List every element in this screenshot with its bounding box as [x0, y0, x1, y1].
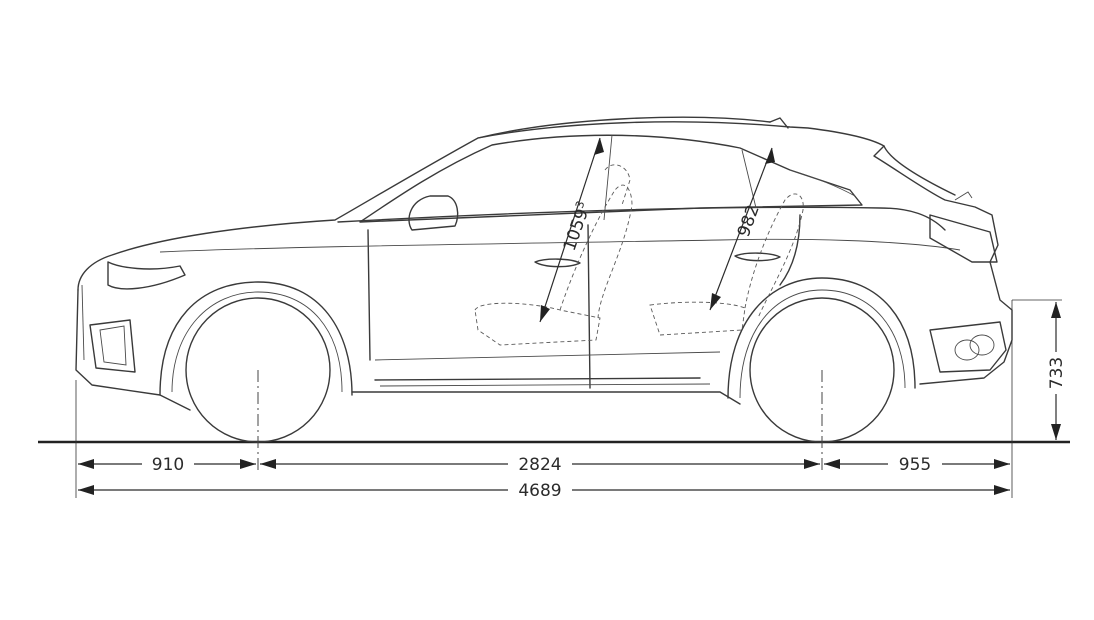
rear-wheel-arch [727, 277, 916, 399]
wheelbase-label: 2824 [518, 455, 561, 475]
height-dimension [1051, 302, 1061, 440]
car-body-outline [75, 116, 1013, 411]
ground-clearance-label: 733 [1047, 357, 1067, 389]
front-wheel-arch [159, 281, 353, 396]
rear-overhang-label: 955 [899, 455, 931, 475]
overall-length-label: 4689 [518, 481, 561, 501]
headroom-dimensions [539, 137, 775, 323]
front-overhang-label: 910 [152, 455, 184, 475]
seat-outlines [474, 164, 804, 346]
length-dimension-row [78, 459, 1010, 495]
front-headroom-label: 10593 [559, 199, 595, 253]
